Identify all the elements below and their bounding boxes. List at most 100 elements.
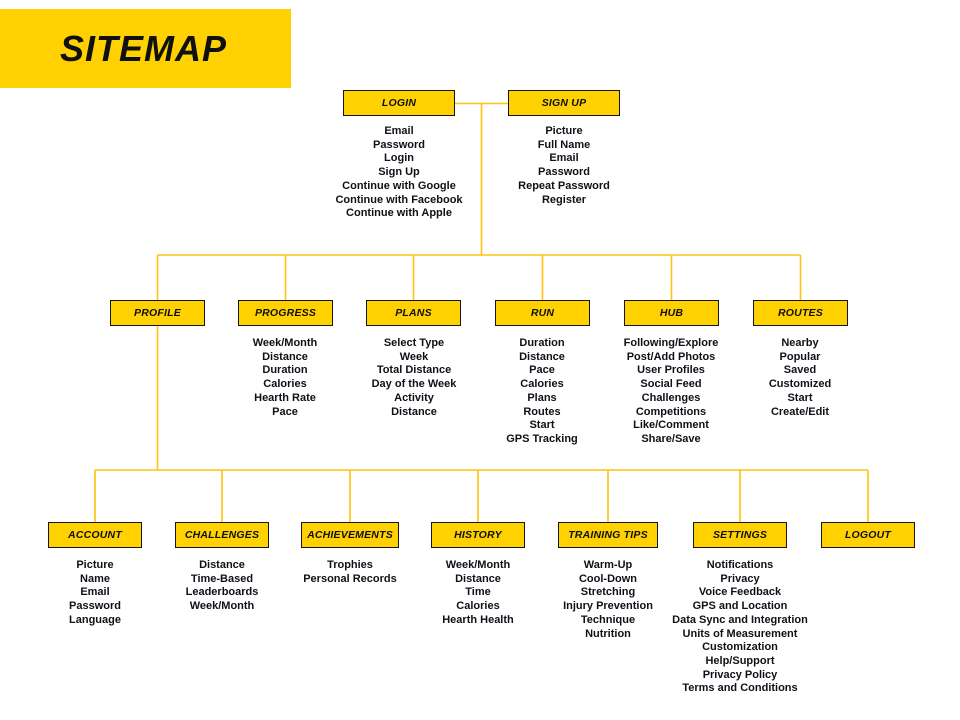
list-item: Register	[541, 193, 587, 206]
list-item: Password	[538, 166, 590, 179]
node-account[interactable]: ACCOUNT	[48, 522, 142, 548]
node-training-tips[interactable]: TRAINING TIPS	[558, 522, 658, 548]
list-item: Terms and Conditions	[682, 682, 798, 695]
list-item: Personal Records	[303, 572, 397, 585]
node-account-label: ACCOUNT	[68, 529, 122, 541]
list-item: Week/Month	[189, 600, 255, 613]
node-challenges-label: CHALLENGES	[184, 529, 260, 541]
list-item: Time-Based	[190, 572, 254, 585]
list-item: Week/Month	[252, 337, 318, 349]
list-item: Select Type	[383, 337, 445, 349]
list-item: Technique	[580, 613, 636, 626]
node-plans[interactable]: PLANS	[366, 300, 461, 326]
list-item: Continue with Facebook	[335, 193, 463, 206]
list-item: Trophies	[327, 559, 373, 571]
list-item: Nearby	[781, 337, 819, 349]
list-item: Pace	[272, 405, 298, 418]
page-title: SITEMAP	[60, 27, 228, 69]
list-item: Week/Month	[445, 559, 511, 571]
list-item: Distance	[262, 350, 308, 363]
node-achievements[interactable]: ACHIEVEMENTS	[301, 522, 399, 548]
node-profile-label: PROFILE	[134, 307, 181, 319]
node-logout[interactable]: LOGOUT	[821, 522, 915, 548]
node-routes[interactable]: ROUTES	[753, 300, 848, 326]
list-item: Injury Prevention	[563, 600, 653, 613]
list-item: Cool-Down	[578, 572, 638, 585]
list-item: Pace	[529, 364, 555, 377]
node-run[interactable]: RUN	[495, 300, 590, 326]
list-item: Privacy Policy	[702, 668, 778, 681]
list-item: Full Name	[537, 138, 591, 151]
list-item: Hearth Rate	[254, 391, 316, 404]
list-item: Stretching	[580, 586, 636, 599]
node-login-label: LOGIN	[381, 97, 417, 109]
node-run-label: RUN	[530, 307, 555, 319]
node-signup[interactable]: SIGN UP	[508, 90, 620, 116]
title-banner: SITEMAP	[0, 9, 291, 88]
node-signup-label: SIGN UP	[541, 97, 587, 109]
list-item: GPS Tracking	[506, 432, 578, 445]
list-item: Total Distance	[376, 364, 452, 377]
node-routes-label: ROUTES	[778, 307, 823, 319]
list-item: Duration	[519, 337, 565, 349]
list-item: Post/Add Photos	[626, 350, 716, 363]
node-training-tips-label: TRAINING TIPS	[568, 529, 648, 541]
list-item: GPS and Location	[692, 600, 788, 613]
list-item: Like/Comment	[633, 419, 709, 432]
list-item: Login	[384, 152, 414, 165]
list-item: Email	[384, 125, 414, 137]
list-item: Email	[549, 152, 579, 165]
node-plans-label: PLANS	[395, 307, 432, 319]
list-item: Units of Measurement	[682, 627, 798, 640]
list-item: Distance	[199, 559, 245, 571]
node-history[interactable]: HISTORY	[431, 522, 525, 548]
node-login[interactable]: LOGIN	[343, 90, 455, 116]
list-item: Privacy	[720, 572, 760, 585]
list-item: Repeat Password	[518, 179, 610, 192]
list-item: Picture	[76, 559, 114, 571]
node-challenges[interactable]: CHALLENGES	[175, 522, 269, 548]
list-item: Saved	[783, 364, 817, 377]
list-item: Routes	[523, 405, 561, 418]
node-progress[interactable]: PROGRESS	[238, 300, 333, 326]
list-item: Calories	[520, 378, 564, 391]
list-item: Share/Save	[641, 432, 701, 445]
list-item: Leaderboards	[185, 586, 259, 599]
list-item: Name	[80, 572, 110, 585]
list-item: Distance	[519, 350, 565, 363]
list-item: Start	[529, 419, 555, 432]
list-item: User Profiles	[637, 364, 705, 377]
node-logout-label: LOGOUT	[844, 529, 892, 541]
list-item: Password	[69, 600, 121, 613]
list-item: Customized	[768, 378, 832, 391]
list-item: Distance	[455, 572, 501, 585]
list-item: Picture	[545, 125, 583, 137]
node-history-label: HISTORY	[454, 529, 502, 541]
list-item: Warm-Up	[583, 559, 633, 571]
list-item: Language	[69, 613, 121, 626]
list-item: Time	[465, 586, 491, 599]
node-achievements-label: ACHIEVEMENTS	[307, 529, 393, 541]
list-item: Password	[373, 138, 425, 151]
list-item: Activity	[394, 391, 434, 404]
list-item: Hearth Health	[442, 613, 514, 626]
node-hub[interactable]: HUB	[624, 300, 719, 326]
list-item: Start	[787, 391, 813, 404]
node-settings[interactable]: SETTINGS	[693, 522, 787, 548]
list-item: Email	[80, 586, 110, 599]
node-profile[interactable]: PROFILE	[110, 300, 205, 326]
list-item: Social Feed	[640, 378, 702, 391]
